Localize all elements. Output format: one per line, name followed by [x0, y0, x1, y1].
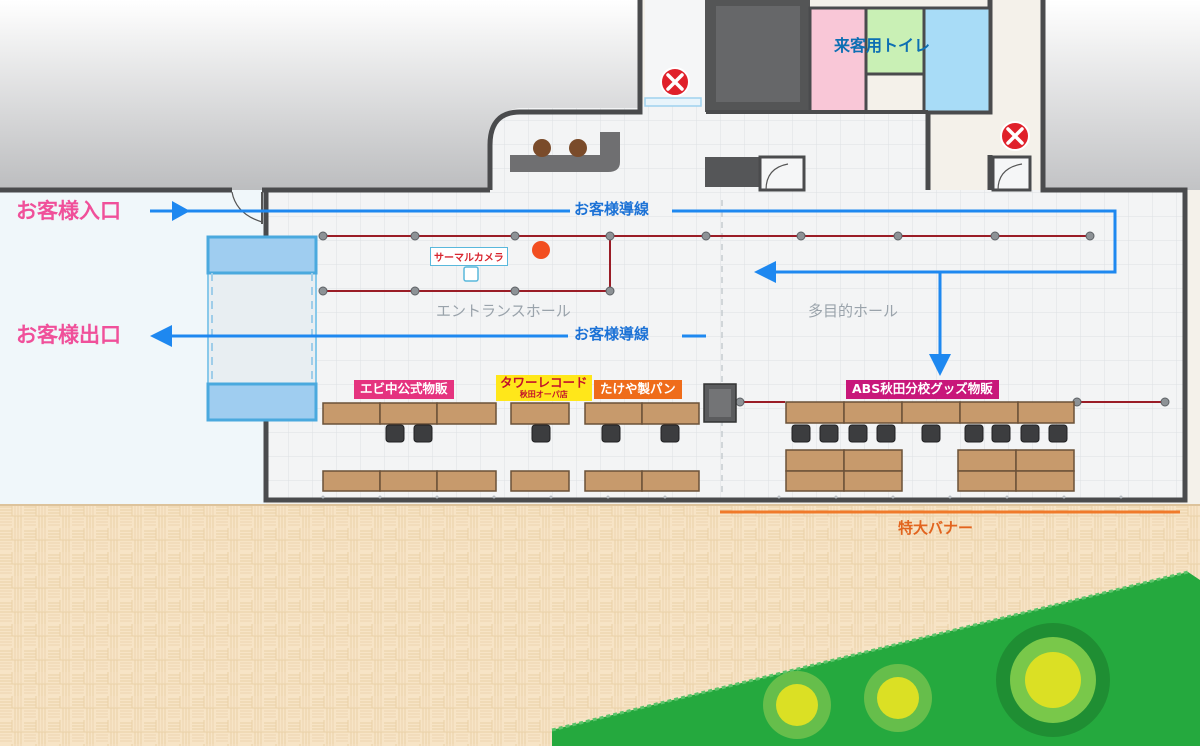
sales-tables	[322, 401, 1075, 492]
no-entry-icon	[660, 67, 690, 97]
flow-label-top: お客様導線	[574, 200, 650, 218]
chairs	[385, 424, 1068, 443]
exit-label: お客様出口	[16, 323, 121, 347]
reception-counter	[510, 132, 620, 172]
flow-label-bottom: お客様導線	[574, 325, 650, 343]
shop-tag-takeya: たけや製パン	[594, 380, 682, 399]
flow-arrow-head	[929, 354, 951, 376]
toilet-label: 来客用トイレ	[834, 36, 931, 55]
flow-arrow-head	[150, 325, 172, 347]
toilet-pink	[808, 6, 868, 114]
stanchion-icon	[318, 231, 1170, 407]
shop-tag-tower-name: タワーレコード	[500, 375, 588, 390]
thermal-camera-dot	[532, 241, 550, 259]
hall-floor	[266, 104, 1185, 500]
roof-area-right	[1043, 0, 1200, 190]
shop-tag-abs: ABS秋田分校グッズ物販	[846, 380, 999, 399]
roof-area	[0, 0, 640, 190]
toilet-blue	[922, 6, 992, 114]
entrance-hall-label: エントランスホール	[436, 302, 571, 320]
banner-label: 特大バナー	[898, 519, 974, 537]
tree-icon	[763, 671, 831, 739]
entrance-label: お客様入口	[16, 199, 121, 223]
multi-hall-label: 多目的ホール	[808, 302, 899, 320]
flow-arrow-icon	[150, 209, 1117, 356]
thermal-camera-icon	[463, 266, 479, 282]
shop-tag-ebi: エビ中公式物販	[354, 380, 454, 399]
shop-tag-tower: タワーレコード 秋田オーパ店	[496, 375, 592, 401]
tree-icon	[996, 623, 1110, 737]
flow-arrow-head	[754, 261, 776, 283]
flow-arrow-head	[172, 201, 190, 221]
thermal-camera-label: サーマルカメラ	[430, 247, 508, 266]
no-entry-icon	[1000, 121, 1030, 151]
shop-tag-tower-branch: 秋田オーパ店	[519, 389, 568, 399]
tree-icon	[864, 664, 932, 732]
